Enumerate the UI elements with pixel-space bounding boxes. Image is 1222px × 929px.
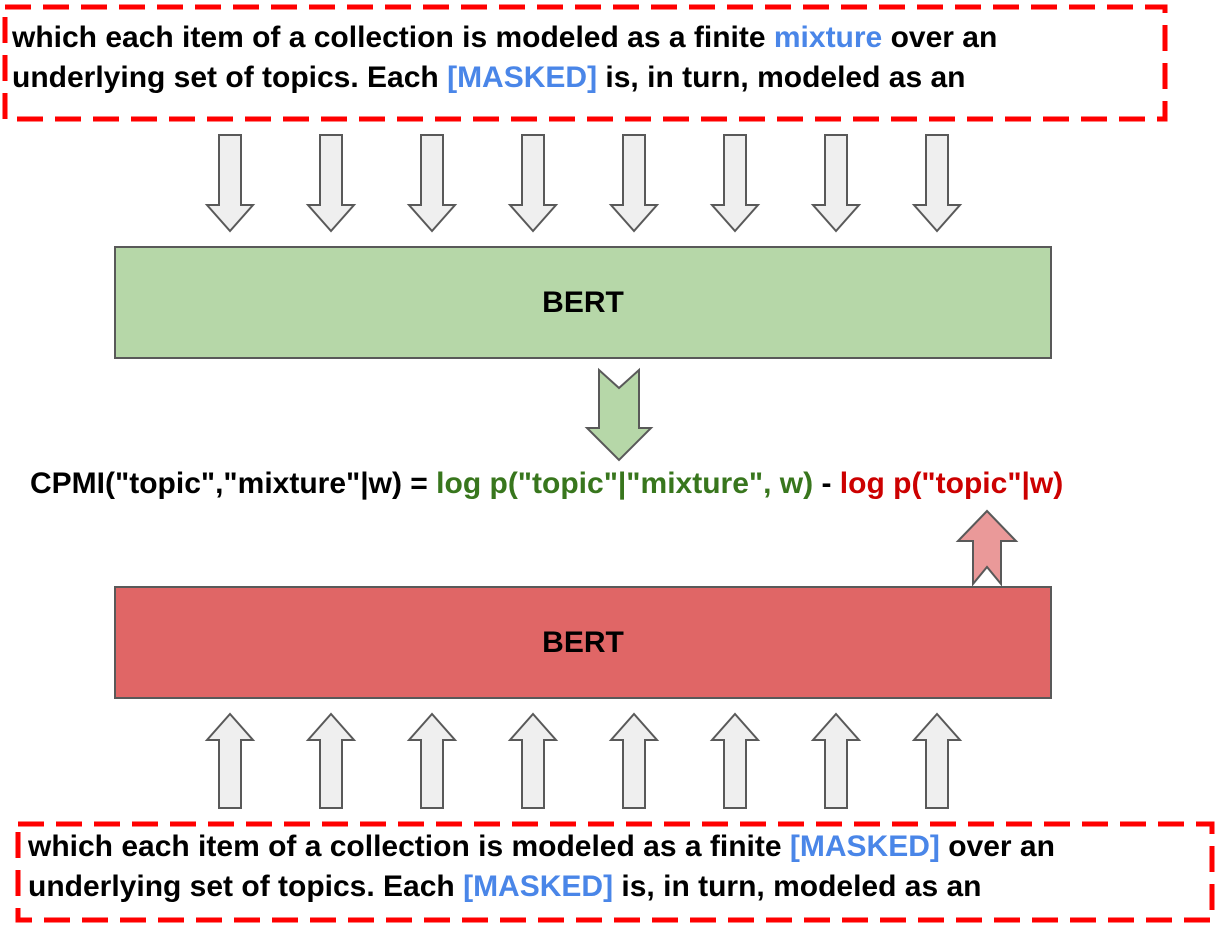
- down-arrow: [911, 134, 963, 233]
- up-arrow: [305, 712, 357, 809]
- down-arrow: [810, 134, 862, 233]
- up-arrow: [709, 712, 761, 809]
- text-segment: which each item of a collection is model…: [12, 21, 774, 54]
- bottom-context-text: which each item of a collection is model…: [28, 827, 1055, 907]
- down-arrow: [709, 134, 761, 233]
- formula-minus: -: [813, 467, 840, 500]
- formula-term-marginal: log p("topic"|w): [839, 467, 1064, 500]
- top-context-line-2: underlying set of topics. Each [MASKED] …: [12, 58, 997, 98]
- bert-top-label: BERT: [542, 286, 624, 319]
- text-segment: underlying set of topics. Each: [12, 61, 448, 94]
- bert-top-block: [114, 246, 1052, 359]
- unmasked-word-mixture: mixture: [773, 21, 883, 54]
- up-arrow: [608, 712, 660, 809]
- masked-token: [MASKED]: [463, 870, 614, 903]
- masked-token: [MASKED]: [447, 61, 598, 94]
- formula-term-conditional: log p("topic"|"mixture", w): [436, 467, 814, 500]
- up-arrow: [810, 712, 862, 809]
- top-input-arrows: [204, 134, 963, 233]
- down-arrow: [305, 134, 357, 233]
- text-segment: is, in turn, modeled as an: [613, 870, 982, 903]
- masked-token: [MASKED]: [789, 830, 940, 863]
- cpmi-formula: CPMI("topic","mixture"|w) = log p("topic…: [30, 467, 1063, 501]
- bottom-context-line-2: underlying set of topics. Each [MASKED] …: [28, 867, 1055, 907]
- up-arrow: [406, 712, 458, 809]
- up-arrow: [911, 712, 963, 809]
- red-output-arrow: [955, 509, 1019, 587]
- top-context-text: which each item of a collection is model…: [12, 18, 997, 98]
- down-arrow: [507, 134, 559, 233]
- text-segment: over an: [882, 21, 998, 54]
- text-segment: which each item of a collection is model…: [28, 830, 790, 863]
- bert-bottom-label: BERT: [542, 626, 624, 659]
- top-context-box: [2, 4, 1168, 122]
- text-segment: is, in turn, modeled as an: [597, 61, 966, 94]
- up-arrow: [507, 712, 559, 809]
- down-arrow: [204, 134, 256, 233]
- top-context-line-1: which each item of a collection is model…: [12, 18, 997, 58]
- text-segment: over an: [939, 830, 1055, 863]
- up-arrow: [204, 712, 256, 809]
- text-segment: underlying set of topics. Each: [28, 870, 464, 903]
- bottom-input-arrows: [204, 712, 963, 809]
- green-output-arrow: [584, 367, 654, 462]
- down-arrow: [406, 134, 458, 233]
- bottom-context-box: [15, 821, 1215, 923]
- bottom-context-line-1: which each item of a collection is model…: [28, 827, 1055, 867]
- bert-bottom-block: [114, 586, 1052, 699]
- down-arrow: [608, 134, 660, 233]
- formula-lhs: CPMI("topic","mixture"|w) =: [30, 467, 437, 500]
